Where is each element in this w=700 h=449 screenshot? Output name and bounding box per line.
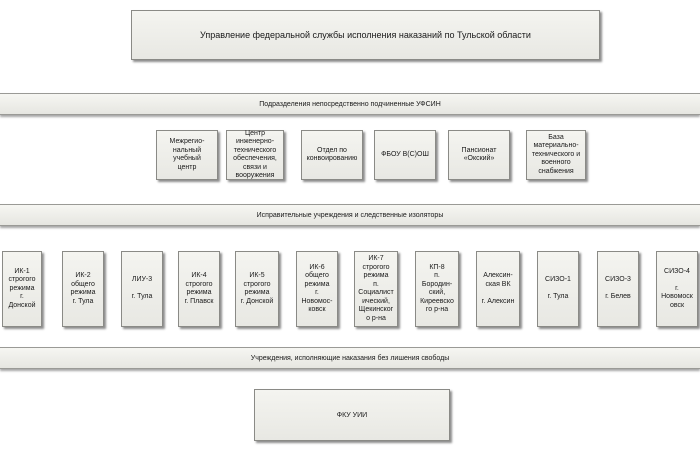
- direct-unit-box: База материально- технического и военног…: [526, 130, 586, 180]
- direct-unit-box: Пансионат «Окский»: [448, 130, 510, 180]
- correctional-unit-label: ИК-4 строгого режима г. Плавск: [184, 272, 214, 305]
- correctional-unit-box: ИК-6 общего режима г. Новомос- ковск: [296, 251, 338, 327]
- correctional-unit-box: ИК-5 строгого режима г. Донской: [235, 251, 279, 327]
- correctional-unit-box: ИК-7 строгого режима п. Социалист ически…: [354, 251, 398, 327]
- direct-unit-label: ФБОУ В(С)ОШ: [381, 150, 429, 158]
- direct-unit-box: Межрегио- нальный учебный центр: [156, 130, 218, 180]
- correctional-unit-label: КП-8 п. Бородин- ский, Киреевско го р-на: [420, 263, 454, 314]
- direct-units-row: Межрегио- нальный учебный центр Центр ин…: [0, 130, 700, 180]
- correctional-unit-label: Алексин- ская ВК г. Алексин: [481, 272, 515, 305]
- correctional-unit-label: ИК-6 общего режима г. Новомос- ковск: [301, 263, 333, 314]
- direct-unit-box: Центр инженерно- технического обеспечени…: [226, 130, 284, 180]
- direct-unit-label: Отдел по конвоированию: [306, 146, 358, 163]
- direct-units-banner-label: Подразделения непосредственно подчиненны…: [259, 100, 441, 108]
- direct-unit-label: Пансионат «Окский»: [461, 146, 497, 163]
- correctional-unit-box: СИЗО-1 г. Тула: [537, 251, 579, 327]
- correctional-unit-label: ИК-2 общего режима г. Тула: [70, 272, 96, 305]
- correctional-unit-label: ИК-5 строгого режима г. Донской: [240, 272, 274, 305]
- correctional-unit-label: ИК-7 строгого режима п. Социалист ически…: [358, 255, 394, 322]
- no-deprivation-banner-label: Учреждения, исполняющие наказания без ли…: [250, 354, 450, 362]
- correctional-unit-box: СИЗО-4 г. Новомоск овск: [656, 251, 698, 327]
- direct-unit-box: Отдел по конвоированию: [301, 130, 363, 180]
- correctional-unit-label: ИК-1 строгого режима г. Донской: [8, 267, 36, 309]
- direct-units-banner: Подразделения непосредственно подчиненны…: [0, 93, 700, 115]
- correctional-unit-label: ЛИУ-3 г. Тула: [131, 276, 153, 301]
- correctional-banner-label: Исправительные учреждения и следственные…: [256, 211, 444, 219]
- correctional-banner: Исправительные учреждения и следственные…: [0, 204, 700, 226]
- direct-unit-label: Центр инженерно- технического обеспечени…: [233, 129, 277, 180]
- correctional-unit-box: СИЗО-3 г. Белев: [597, 251, 639, 327]
- direct-unit-box: ФБОУ В(С)ОШ: [374, 130, 436, 180]
- correctional-unit-label: СИЗО-3 г. Белев: [605, 276, 631, 301]
- correctional-unit-label: СИЗО-4 г. Новомоск овск: [661, 267, 693, 309]
- correctional-unit-box: ИК-2 общего режима г. Тула: [62, 251, 104, 327]
- correctional-unit-box: ИК-1 строгого режима г. Донской: [2, 251, 42, 327]
- correctional-unit-box: Алексин- ская ВК г. Алексин: [476, 251, 520, 327]
- main-directorate-box: Управление федеральной службы исполнения…: [131, 10, 600, 60]
- direct-unit-label: База материально- технического и военног…: [531, 133, 581, 175]
- direct-unit-label: Межрегио- нальный учебный центр: [169, 138, 205, 171]
- fku-uii-box: ФКУ УИИ: [254, 389, 450, 441]
- main-directorate-title: Управление федеральной службы исполнения…: [200, 30, 531, 40]
- no-deprivation-banner: Учреждения, исполняющие наказания без ли…: [0, 347, 700, 369]
- correctional-unit-box: ИК-4 строгого режима г. Плавск: [178, 251, 220, 327]
- correctional-units-row: ИК-1 строгого режима г. Донской ИК-2 общ…: [0, 251, 700, 327]
- fku-uii-label: ФКУ УИИ: [336, 411, 368, 419]
- correctional-unit-label: СИЗО-1 г. Тула: [545, 276, 571, 301]
- correctional-unit-box: ЛИУ-3 г. Тула: [121, 251, 163, 327]
- correctional-unit-box: КП-8 п. Бородин- ский, Киреевско го р-на: [415, 251, 459, 327]
